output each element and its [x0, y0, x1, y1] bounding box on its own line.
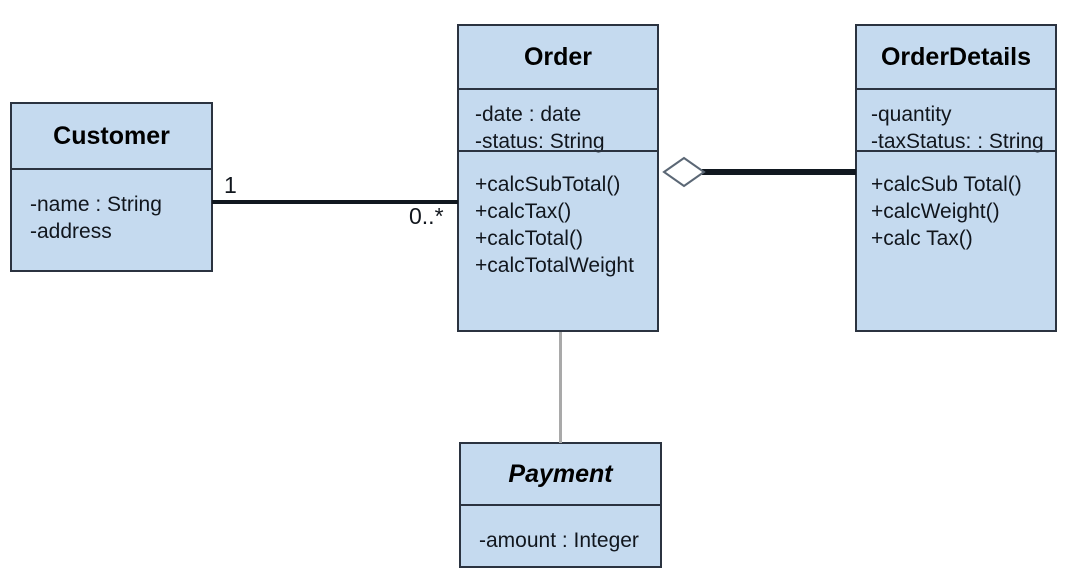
operation-item: +calcSubTotal(): [475, 173, 621, 196]
class-name-orderdetails: OrderDetails: [880, 42, 1032, 71]
class-name-order: Order: [523, 42, 593, 71]
attribute-item: -name : String: [30, 193, 162, 216]
class-attributes-payment: -amount : Integer: [461, 504, 660, 566]
class-attributes-customer: -name : String -address: [12, 168, 211, 270]
association-line-customer-order[interactable]: [212, 200, 458, 204]
class-operations-order: +calcSubTotal() +calcTax() +calcTotal() …: [459, 150, 657, 330]
class-name-customer: Customer: [53, 121, 170, 150]
operation-item: +calcTax(): [475, 199, 572, 223]
aggregation-diamond-icon: [662, 150, 706, 194]
attribute-item: -address: [30, 219, 112, 243]
class-attributes-orderdetails: -quantity -taxStatus: : String: [857, 88, 1055, 153]
operation-item: +calcTotalWeight: [475, 253, 634, 277]
attribute-item: -date : date: [475, 103, 582, 126]
aggregation-line-order-orderdetails[interactable]: [702, 169, 856, 175]
attribute-item: -quantity: [871, 103, 952, 126]
attribute-item: -taxStatus: : String: [871, 129, 1044, 153]
operation-item: +calcWeight(): [871, 199, 1000, 223]
operation-item: +calcSub Total(): [871, 173, 1022, 196]
operation-item: +calc Tax(): [871, 226, 973, 250]
multiplicity-label-customer: 1: [224, 172, 237, 198]
class-box-customer[interactable]: Customer -name : String -address: [10, 102, 213, 272]
class-attributes-order: -date : date -status: String: [459, 88, 657, 153]
class-operations-orderdetails: +calcSub Total() +calcWeight() +calc Tax…: [857, 150, 1055, 330]
association-line-order-payment[interactable]: [559, 332, 562, 443]
class-box-order[interactable]: Order -date : date -status: String +calc…: [457, 24, 659, 332]
class-name-payment: Payment: [508, 459, 613, 488]
class-box-payment[interactable]: Payment -amount : Integer: [459, 442, 662, 568]
operation-item: +calcTotal(): [475, 226, 583, 250]
attribute-item: -amount : Integer: [479, 529, 639, 552]
class-box-orderdetails[interactable]: OrderDetails -quantity -taxStatus: : Str…: [855, 24, 1057, 332]
attribute-item: -status: String: [475, 129, 605, 153]
multiplicity-label-order: 0..*: [409, 203, 444, 229]
